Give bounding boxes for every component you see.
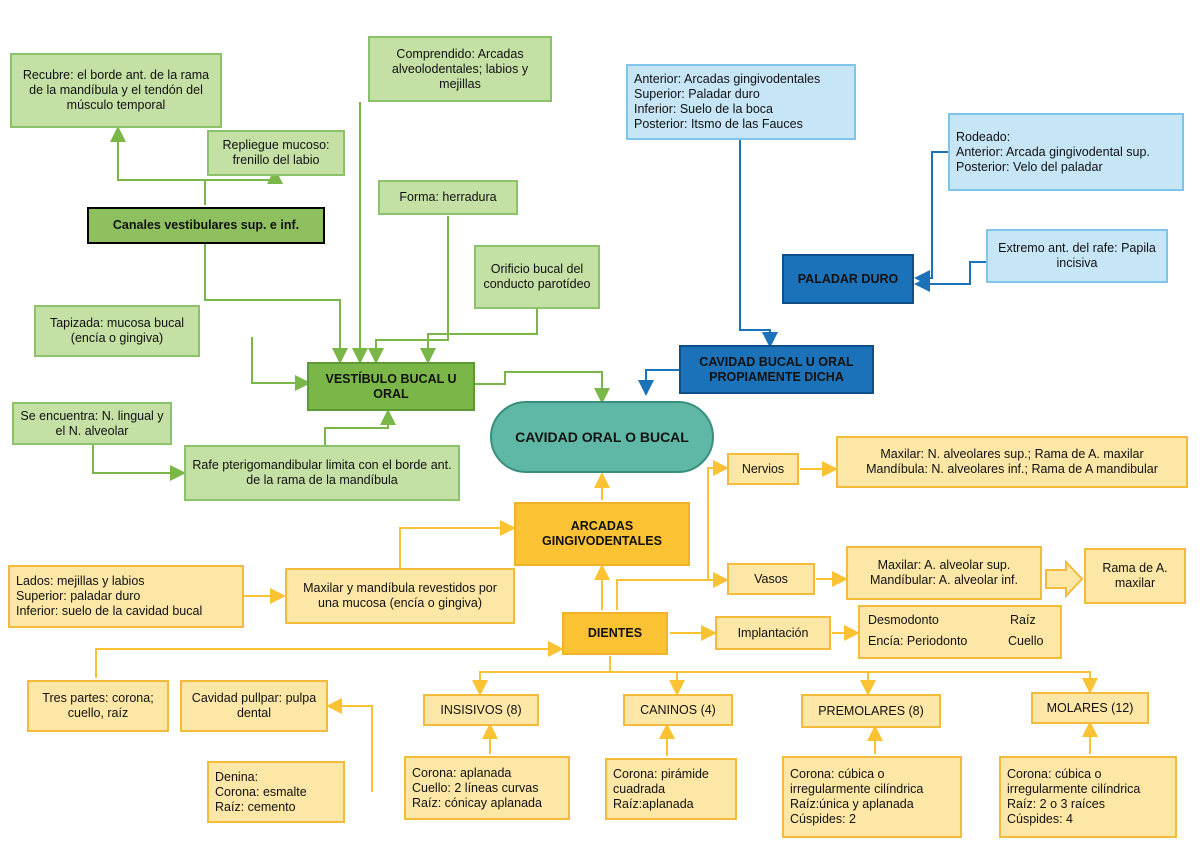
cavidad-oral-title: CAVIDAD ORAL O BUCAL [490, 401, 714, 473]
rama-maxilar-box: Rama de A. maxilar [1084, 548, 1186, 604]
connector [610, 671, 876, 696]
block-arrow-icon [1045, 559, 1084, 599]
connector [251, 337, 311, 391]
denina-box: Denina: Corona: esmalte Raíz: cemento [207, 761, 345, 823]
arcadas-title: ARCADAS GINGIVODENTALES [514, 502, 690, 566]
connector [110, 126, 206, 205]
encia-periodonto-label: Encía: Periodonto [868, 634, 968, 648]
cuello-label: Cuello [1008, 634, 1044, 648]
insisivos-box: INSISIVOS (8) [423, 694, 539, 726]
molares-detalle-box: Corona: cúbica o irregularmente cilíndri… [999, 756, 1177, 838]
raiz-label: Raíz [1010, 613, 1036, 627]
tres-partes-box: Tres partes: corona; cuello, raíz [27, 680, 169, 732]
rafe-box: Rafe pterigomandibular limita con el bor… [184, 445, 460, 501]
connector [472, 656, 611, 696]
nervios-detalle-box: Maxilar: N. alveolares sup.; Rama de A. … [836, 436, 1188, 488]
connector [92, 445, 186, 481]
connector [739, 140, 778, 348]
insisivos-detalle-box: Corona: aplanada Cuello: 2 líneas curvas… [404, 756, 570, 820]
forma-box: Forma: herradura [378, 180, 518, 215]
comprendido-box: Comprendido: Arcadas alveolodentales; la… [368, 36, 552, 102]
caninos-box: CANINOS (4) [623, 694, 733, 726]
rodeado-box: Rodeado: Anterior: Arcada gingivodental … [948, 113, 1184, 191]
premolares-box: PREMOLARES (8) [801, 694, 941, 728]
cavidad-pulpar-box: Cavidad pullpar: pulpa dental [180, 680, 328, 732]
caninos-detalle-box: Corona: pirámide cuadrada Raíz:aplanada [605, 758, 737, 820]
repliegue-box: Repliegue mucoso: frenillo del labio [207, 130, 345, 176]
implantacion-box: Implantación [715, 616, 831, 650]
extremo-box: Extremo ant. del rafe: Papila incisiva [986, 229, 1168, 283]
desmodonto-label: Desmodonto [868, 613, 939, 627]
canales-vestibulares-box: Canales vestibulares sup. e inf. [87, 207, 325, 244]
connector [914, 151, 948, 286]
vasos-box: Vasos [727, 563, 815, 595]
vestibulo-title: VESTÍBULO BUCAL U ORAL [307, 362, 475, 411]
connector [204, 244, 348, 364]
connector [324, 409, 396, 445]
se-encuentra-box: Se encuentra: N. lingual y el N. alveola… [12, 402, 172, 445]
molares-box: MOLARES (12) [1031, 692, 1149, 724]
connector [420, 309, 538, 364]
connector [326, 698, 373, 792]
cavidad-propia-title: CAVIDAD BUCAL U ORAL PROPIAMENTE DICHA [679, 345, 874, 394]
nervios-box: Nervios [727, 453, 799, 485]
vasos-detalle-box: Maxilar: A. alveolar sup. Mandíbular: A.… [846, 546, 1042, 600]
paladar-duro-box: PALADAR DURO [782, 254, 914, 304]
lados-box: Lados: mejillas y labios Superior: palad… [8, 565, 244, 628]
dientes-title: DIENTES [562, 612, 668, 655]
premolares-detalle-box: Corona: cúbica o irregularmente cilíndri… [782, 756, 962, 838]
tapizada-box: Tapizada: mucosa bucal (encía o gingiva) [34, 305, 200, 357]
recubre-box: Recubre: el borde ant. de la rama de la … [10, 53, 222, 128]
maxilar-mandibula-box: Maxilar y mandíbula revestidos por una m… [285, 568, 515, 624]
connector [868, 671, 1098, 694]
connector [368, 216, 449, 364]
implantacion-detalle-box: Desmodonto Raíz Encía: Periodonto Cuello [858, 605, 1062, 659]
connector [914, 261, 988, 292]
connector [95, 641, 564, 678]
limites-box: Anterior: Arcadas gingivodentales Superi… [626, 64, 856, 140]
connector [610, 671, 685, 696]
connector [399, 520, 516, 568]
connector [475, 371, 610, 404]
orificio-box: Orificio bucal del conducto parotídeo [474, 245, 600, 309]
connector [638, 369, 680, 396]
